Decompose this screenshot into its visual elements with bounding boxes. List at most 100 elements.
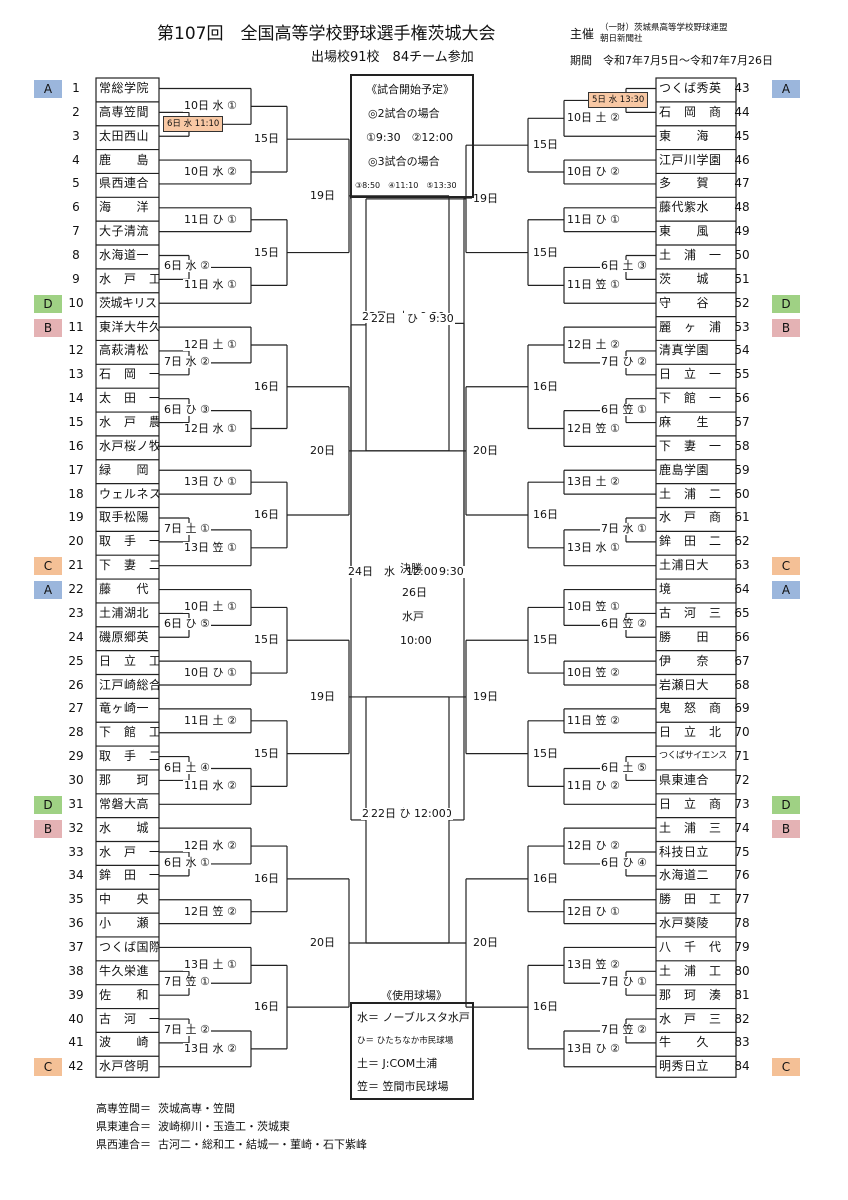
left-seed-number: 6 <box>72 200 80 215</box>
second-round-label: 16日 <box>532 1000 559 1014</box>
second-round-label: 16日 <box>253 507 280 521</box>
first-round-label: 10日 土 ① <box>183 600 238 614</box>
left-team-name: 古 河 一 <box>99 1011 159 1026</box>
left-seed-number: 9 <box>72 271 80 286</box>
right-seed-number: 59 <box>734 462 750 477</box>
schedule-title: 《試合開始予定》 <box>366 83 454 96</box>
right-team-name: 勝 田 <box>659 629 710 644</box>
left-team-name: 小 瀬 <box>99 916 150 931</box>
prelim-match-label: 6日 土 ④ <box>163 760 211 774</box>
left-seed-number: 19 <box>68 510 84 525</box>
left-seed-number: 21 <box>68 558 84 573</box>
left-seed-number: 37 <box>68 939 84 954</box>
right-seed-number: 66 <box>734 629 750 644</box>
left-team-name: 常磐大高 <box>99 796 150 811</box>
left-team-name: 水戸桜ノ牧 <box>99 438 159 453</box>
first-round-label: 10日 水 ② <box>183 165 238 178</box>
left-team-name: 江戸崎総合 <box>99 677 159 692</box>
first-round-label: 12日 水 ① <box>183 421 238 435</box>
right-block-badge-a: A <box>772 80 800 98</box>
right-seed-number: 68 <box>734 677 750 692</box>
first-round-label: 12日 笠 ② <box>183 904 238 918</box>
right-seed-number: 80 <box>734 963 750 978</box>
prelim-match-label: 6日 ひ ④ <box>600 855 648 869</box>
left-team-name: 石 岡 一 <box>99 367 159 382</box>
organizer-label: 主催 <box>570 27 595 41</box>
right-block-badge-b: B <box>772 819 800 838</box>
left-team-name: 土浦湖北 <box>99 605 150 620</box>
left-team-name: 水戸啓明 <box>99 1059 150 1074</box>
right-team-name: 石 岡 商 <box>659 104 722 119</box>
first-round-label: 10日 ひ ① <box>183 666 238 680</box>
right-team-name: 鹿島学園 <box>659 462 710 477</box>
right-seed-number: 57 <box>734 415 750 430</box>
left-block-badge-d: D <box>34 294 62 313</box>
right-team-name: 水海道二 <box>659 868 710 883</box>
second-round-label: 15日 <box>532 746 559 760</box>
note-key: 高専笠間＝ <box>96 1102 151 1115</box>
right-team-name: 県東連合 <box>659 772 710 787</box>
first-round-label: 11日 ひ ① <box>566 212 621 226</box>
first-round-label: 13日 笠 ② <box>566 958 621 972</box>
right-team-name: 伊 奈 <box>659 653 710 668</box>
third-round-label: 19日 <box>472 689 499 703</box>
right-seed-number: 64 <box>734 582 750 597</box>
right-seed-number: 75 <box>734 844 750 859</box>
right-seed-number: 67 <box>734 653 750 668</box>
venue-kasama: 笠＝ 笠間市民球場 <box>357 1080 449 1093</box>
left-seed-number: 13 <box>68 367 84 382</box>
prelim-match-label: 6日 水 ① <box>163 855 211 869</box>
right-seed-number: 73 <box>734 796 750 811</box>
left-seed-number: 36 <box>68 916 84 931</box>
prelim-match-label: 6日 笠 ② <box>600 617 648 631</box>
venue-tsuchiura: 土＝ J:COM土浦 <box>357 1057 438 1070</box>
right-block-badge-d: D <box>772 795 800 814</box>
right-seed-number: 46 <box>734 152 750 167</box>
first-round-label: 10日 笠 ① <box>566 600 621 614</box>
left-seed-number: 32 <box>68 820 84 835</box>
prelim-match-label: 6日 水 ② <box>163 259 211 273</box>
venue-mito: 水＝ ノーブルスタ水戸 <box>357 1011 470 1024</box>
venue-box: 水＝ ノーブルスタ水戸 ひ＝ ひたちなか市民球場 土＝ J:COM土浦 笠＝ 笠… <box>350 1002 474 1100</box>
right-seed-number: 56 <box>734 391 750 406</box>
page-subtitle: 出場校91校 84チーム参加 <box>311 50 474 65</box>
left-team-column <box>95 77 160 1078</box>
left-seed-number: 17 <box>68 462 84 477</box>
right-team-name: 麗 ヶ 浦 <box>659 319 722 334</box>
left-team-name: 磯原郷英 <box>99 629 150 644</box>
right-seed-number: 76 <box>734 868 750 883</box>
right-block-badge-c: C <box>772 1058 800 1077</box>
left-seed-number: 4 <box>72 152 80 167</box>
left-seed-number: 23 <box>68 605 84 620</box>
right-team-name: 岩瀬日大 <box>659 677 710 692</box>
prelim-match-label: 6日 ひ ③ <box>163 402 211 416</box>
right-seed-number: 65 <box>734 605 750 620</box>
first-round-label: 13日 水 ① <box>566 540 621 554</box>
first-round-label: 13日 笠 ① <box>183 540 238 554</box>
left-team-name: 波 崎 <box>99 1035 150 1050</box>
left-team-name: 日 立 工 <box>99 653 159 668</box>
left-team-name: 大子清流 <box>99 224 150 239</box>
left-team-name: 東洋大牛久 <box>99 319 159 334</box>
left-team-name: 取 手 二 <box>99 749 159 764</box>
prelim-match-label: 7日 ひ ② <box>600 354 648 368</box>
third-round-label: 20日 <box>309 443 336 457</box>
right-team-name: 牛 久 <box>659 1035 710 1050</box>
first-round-label: 13日 ひ ② <box>566 1041 621 1055</box>
prelim-match-label: 7日 土 ① <box>163 521 211 535</box>
left-seed-number: 25 <box>68 653 84 668</box>
left-block-badge-b: B <box>34 318 62 337</box>
right-team-name: 鉾 田 二 <box>659 534 722 549</box>
right-team-name: 日 立 商 <box>659 796 722 811</box>
left-seed-number: 1 <box>72 81 80 95</box>
right-team-name: 八 千 代 <box>659 939 722 954</box>
left-team-name: 竜ヶ崎一 <box>99 701 150 716</box>
right-team-name: 土浦日大 <box>659 558 710 573</box>
third-round-label: 20日 <box>472 935 499 949</box>
first-round-label: 13日 水 ② <box>183 1041 238 1055</box>
right-team-name: 東 風 <box>659 224 710 239</box>
left-team-name: 海 洋 <box>99 200 150 215</box>
left-team-name: ウェルネス <box>99 486 159 501</box>
schedule-two-times: ①9:30 ②12:00 <box>366 131 454 144</box>
